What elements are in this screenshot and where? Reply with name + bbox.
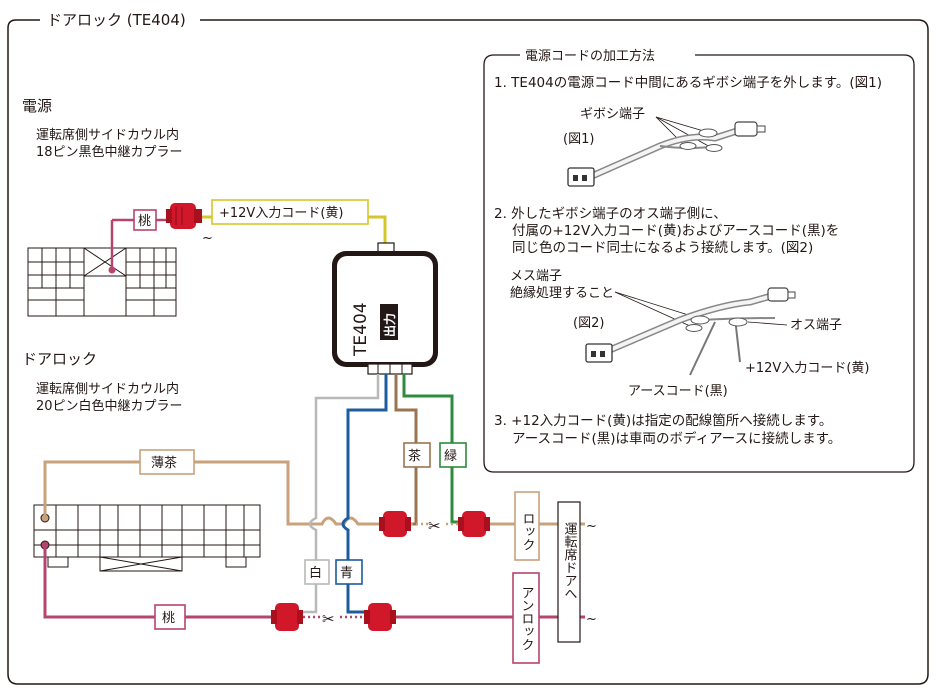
instruction-step2-line3: 同じ色のコード同士になるよう接続します。(図2) bbox=[512, 239, 813, 256]
lock-connector-left bbox=[379, 511, 411, 537]
svg-text:~: ~ bbox=[202, 231, 213, 246]
white-label: 白 bbox=[309, 565, 322, 581]
brown-label: 茶 bbox=[408, 448, 421, 464]
white-wire bbox=[300, 374, 380, 614]
light-brown-tag bbox=[139, 449, 195, 475]
power-pink-label: 桃 bbox=[138, 214, 151, 229]
unlock-connector-left bbox=[271, 603, 303, 631]
input-cord-label: +12V入力コード(黄) bbox=[219, 206, 343, 221]
brown-wire bbox=[394, 374, 418, 526]
unit-model: TE404 bbox=[351, 302, 371, 357]
coupler-18pin bbox=[27, 247, 177, 317]
white-tag bbox=[304, 559, 330, 585]
lock-scissors-icon: ✂ bbox=[428, 517, 441, 535]
fig2-male-label: オス端子 bbox=[790, 318, 842, 333]
lock-tag bbox=[514, 491, 540, 561]
input-cord-tag bbox=[211, 199, 369, 225]
pink-wire bbox=[43, 545, 273, 619]
frame-title: ドアロック (TE404) bbox=[47, 11, 186, 29]
outer-frame bbox=[7, 19, 929, 685]
unlock-scissors-icon: ✂ bbox=[322, 610, 335, 628]
power-pink-tag bbox=[133, 209, 157, 231]
unlock-label: アンロック bbox=[519, 586, 534, 651]
instruction-step2-line1: 2. 外したギボシ端子のオス端子側に、 bbox=[494, 206, 727, 222]
power-location-line1: 運転席側サイドカウル内 bbox=[36, 127, 179, 143]
door-lock-heading: ドアロック bbox=[22, 350, 97, 368]
brown-tag bbox=[403, 442, 431, 468]
driver-door-label: 運転席ドアへ bbox=[562, 522, 578, 600]
lock-connector-right bbox=[458, 511, 490, 537]
figure-2: メス端子 絶縁処理すること (図2) オス端子 +12V入力コード(黄) アース… bbox=[510, 269, 869, 399]
output-badge-text: 出力 bbox=[382, 313, 397, 337]
instruction-title: 電源コードの加工方法 bbox=[525, 48, 655, 64]
instruction-step1: 1. TE404の電源コード中間にあるギボシ端子を外します。(図1) bbox=[494, 75, 882, 91]
blue-label: 青 bbox=[340, 566, 353, 581]
fig2-insulate-label: 絶縁処理すること bbox=[510, 285, 614, 301]
green-wire bbox=[402, 374, 462, 524]
instruction-step3-line1: 3. +12入力コード(黄)は指定の配線箇所へ接続します。 bbox=[494, 412, 832, 429]
lock-label: ロック bbox=[520, 512, 535, 551]
svg-text:~: ~ bbox=[586, 519, 597, 534]
pink-label: 桃 bbox=[162, 611, 175, 626]
green-label: 緑 bbox=[444, 449, 457, 464]
fig1-terminal-label: ギボシ端子 bbox=[580, 107, 645, 122]
fig2-female-label: メス端子 bbox=[510, 269, 562, 284]
figure-1: ギボシ端子 (図1) bbox=[563, 107, 766, 187]
unlock-connector-right bbox=[364, 603, 396, 631]
te404-unit: TE404 出力 bbox=[332, 242, 438, 375]
power-location-line2: 18ピン黒色中継カプラー bbox=[36, 144, 183, 160]
driver-door-tag bbox=[557, 501, 581, 643]
light-brown-wire bbox=[43, 460, 385, 526]
light-brown-label: 薄茶 bbox=[151, 455, 177, 471]
fig1-caption: (図1) bbox=[563, 132, 594, 147]
output-badge bbox=[380, 304, 398, 340]
fig2-caption: (図2) bbox=[573, 316, 604, 331]
coupler-20pin bbox=[33, 504, 261, 572]
unlock-tag bbox=[512, 572, 540, 664]
green-tag bbox=[439, 442, 467, 468]
blue-tag bbox=[335, 559, 363, 585]
fig2-input-label: +12V入力コード(黄) bbox=[745, 361, 869, 376]
power-tap-connector bbox=[166, 203, 202, 229]
door-lock-location-line2: 20ピン白色中継カプラー bbox=[36, 398, 183, 414]
blue-wire bbox=[341, 374, 388, 614]
instruction-step3-line2: アースコード(黒)は車両のボディアースに接続します。 bbox=[512, 430, 841, 447]
pink-tag bbox=[154, 604, 186, 630]
fig2-earth-label: アースコード(黒) bbox=[628, 384, 728, 399]
door-lock-location-line1: 運転席側サイドカウル内 bbox=[36, 381, 179, 397]
svg-text:~: ~ bbox=[586, 612, 597, 627]
instruction-box bbox=[483, 54, 915, 473]
power-heading: 電源 bbox=[22, 97, 52, 115]
instruction-step2-line2: 付属の+12V入力コード(黄)およびアースコード(黒)を bbox=[512, 223, 839, 239]
